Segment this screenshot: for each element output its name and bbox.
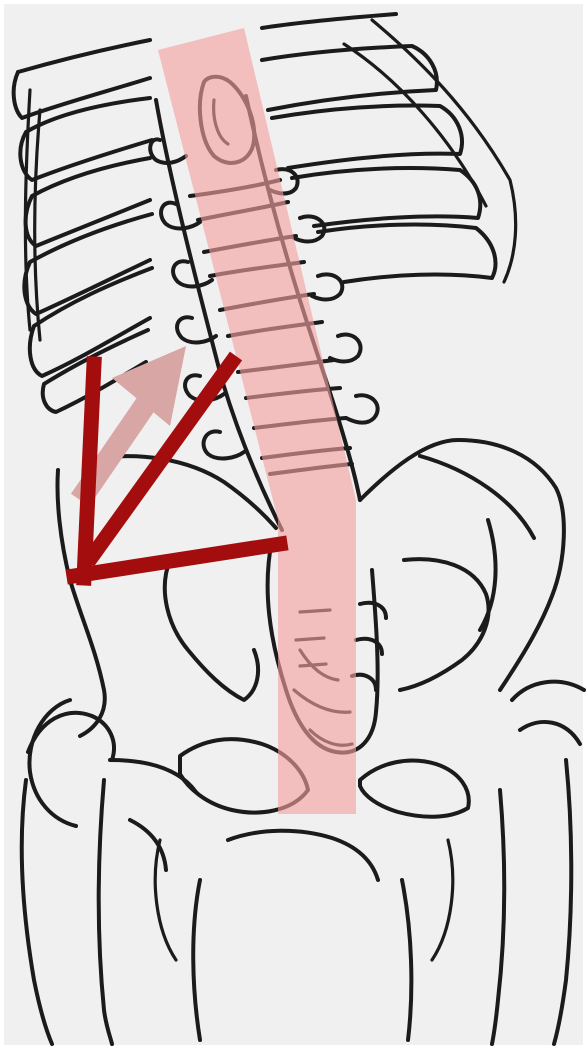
force-arrow-primary-left-barb (84, 364, 94, 578)
